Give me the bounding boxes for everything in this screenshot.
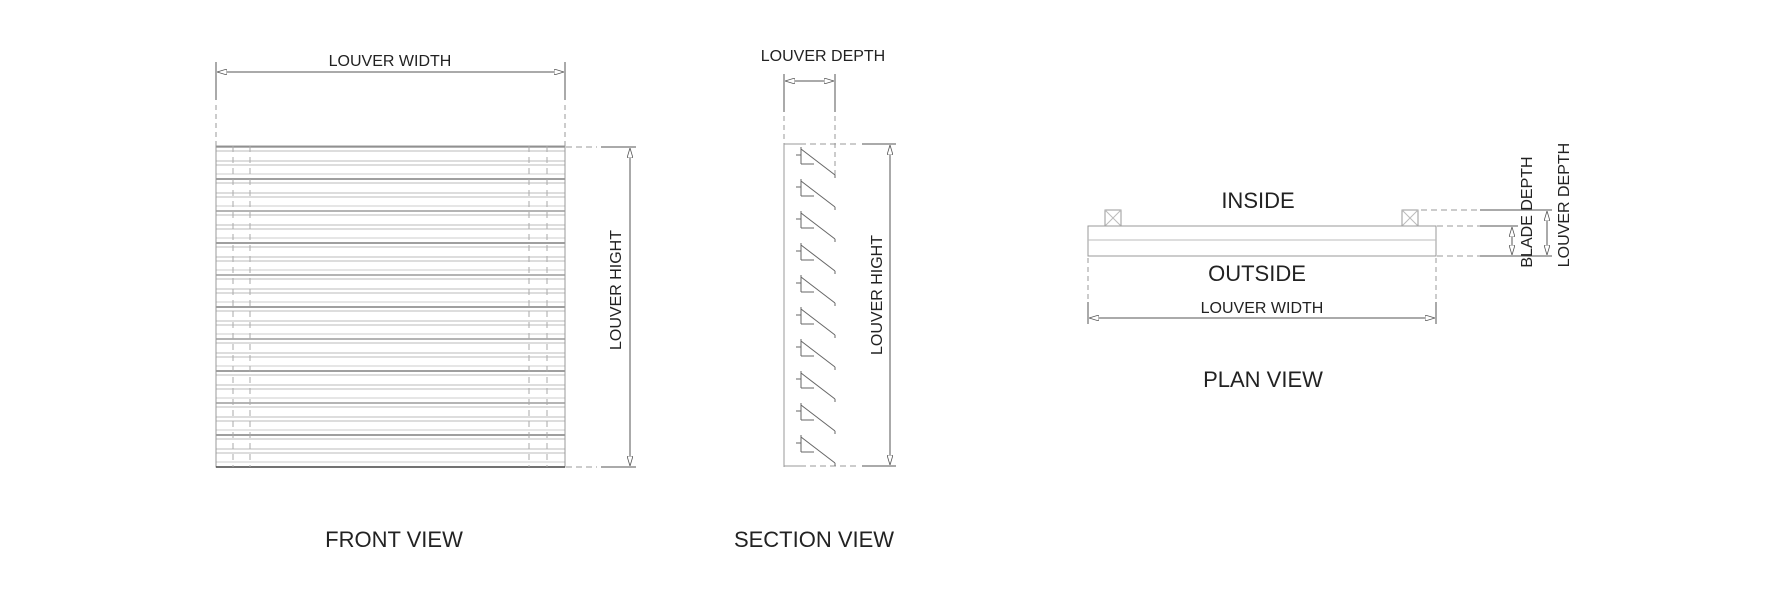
plan-view: INSIDE OUTSIDE LOUVER WIDTH BLADE DEPTH … (1087, 143, 1573, 392)
section-view-title: SECTION VIEW (734, 527, 894, 552)
blade-profile (800, 340, 836, 368)
plan-width-label: LOUVER WIDTH (1201, 300, 1324, 317)
plan-louver-body (1087, 225, 1437, 257)
section-depth-label: LOUVER DEPTH (761, 48, 885, 65)
blade-profile (800, 180, 836, 208)
front-view-title: FRONT VIEW (325, 527, 463, 552)
plan-view-title: PLAN VIEW (1203, 367, 1323, 392)
blade-depth-label: BLADE DEPTH (1519, 156, 1536, 267)
mullion-box-icon (1401, 209, 1419, 227)
plan-louver-depth-label: LOUVER DEPTH (1556, 143, 1573, 267)
blade-profile (800, 212, 836, 240)
blade-profile (800, 372, 836, 400)
blade-profile (800, 436, 836, 464)
blade-profile (800, 244, 836, 272)
blade-profile (800, 404, 836, 432)
blade-profile (800, 148, 836, 176)
inside-label: INSIDE (1221, 188, 1294, 213)
section-height-label: LOUVER HIGHT (869, 235, 886, 355)
section-view: LOUVER DEPTH LOUVER HIGHT SECTION VIEW (734, 48, 896, 552)
front-view: LOUVER WIDTH LOUVER HIGHT FRONT VIEW (215, 53, 636, 552)
front-louver-blades (216, 146, 565, 463)
section-blades (796, 147, 836, 466)
blade-profile (800, 308, 836, 336)
outside-label: OUTSIDE (1208, 261, 1306, 286)
mullion-box-icon (1104, 209, 1122, 227)
front-height-label: LOUVER HIGHT (608, 230, 625, 350)
front-width-label: LOUVER WIDTH (329, 53, 452, 70)
blade-profile (800, 276, 836, 304)
